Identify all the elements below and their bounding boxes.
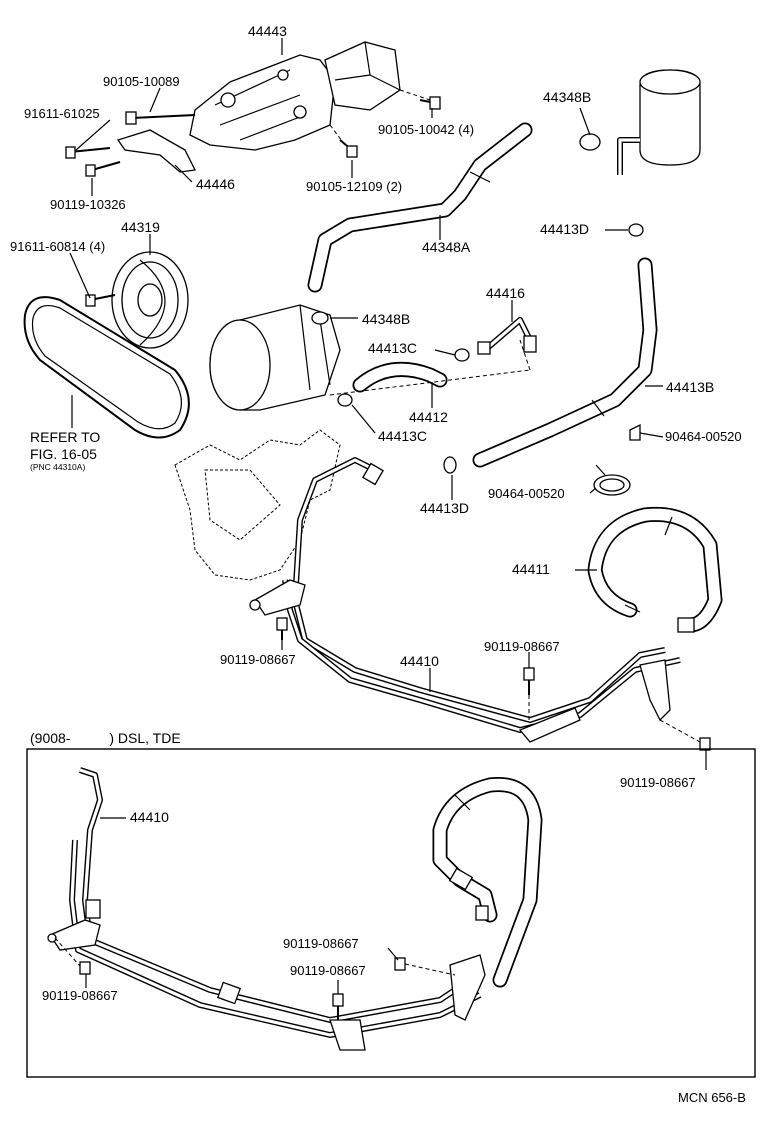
label-44446: 44446 [196,176,235,192]
bracket-44446 [116,129,196,173]
reservoir [617,69,701,175]
label-44412: 44412 [409,409,448,425]
label-44443: 44443 [248,23,287,39]
label-90119-08667-c: 90119-08667 [620,775,696,790]
leader-lines [69,38,707,770]
label-90105-10042: 90105-10042 (4) [378,122,474,137]
bolts-top [65,89,441,177]
clamps-44413C [329,339,531,407]
label-44410: 44410 [400,653,439,669]
clamp-44413D-top [628,223,644,237]
label-44348B-top: 44348B [543,89,591,105]
clamp-44348B-top [579,133,601,151]
footer-code: MCN 656-B [678,1090,746,1105]
label-44413B: 44413B [666,379,714,395]
label-90464-00520-a: 90464-00520 [665,429,742,444]
clamp-44413D-mid [443,456,457,474]
label-90105-12109: 90105-12109 (2) [306,179,402,194]
clamp-90464-b [593,464,631,496]
engine-outline [174,429,341,581]
inset-label-90119-08667-b: 90119-08667 [290,963,366,978]
hose-44348A [307,122,533,293]
label-90119-08667-b: 90119-08667 [484,639,560,654]
refer-line2: FIG. 16-05 [30,446,97,462]
label-91611-61025: 91611-61025 [24,106,100,121]
refer-line3: (PNC 44310A) [30,462,85,472]
tube-44410 [249,457,681,743]
label-44413C-b: 44413C [378,428,427,444]
inset-leaders [85,817,399,994]
label-44413D-top: 44413D [540,221,589,237]
hose-44411 [587,506,723,633]
refer-line1: REFER TO [30,429,100,445]
inset-labels: (9008- ) DSL, TDE 44410 90119-08667 9011… [30,730,366,1003]
label-44411: 44411 [512,561,550,577]
label-90119-08667-a: 90119-08667 [220,652,296,667]
label-90119-10326: 90119-10326 [50,197,126,212]
pump-body [209,304,341,411]
label-44348A: 44348A [422,239,471,255]
inset-title: (9008- ) DSL, TDE [30,730,181,746]
inset-tube-44410 [47,767,482,1051]
pulley-44319 [85,251,189,349]
inset-label-90119-08667-a: 90119-08667 [283,936,359,951]
label-90105-10089: 90105-10089 [103,74,180,89]
inset-hose [432,776,543,1021]
inset-label-90119-08667-c: 90119-08667 [42,988,118,1003]
label-91611-60814: 91611-60814 (4) [10,239,105,254]
pump-bracket-assembly [189,41,401,151]
v-belt [23,296,190,439]
inset-frame [26,748,756,1078]
label-44348B-mid: 44348B [362,311,410,327]
hose-44412 [352,361,448,393]
label-44416: 44416 [486,285,525,301]
label-44413D-mid: 44413D [420,500,469,516]
clamp-90464-a [629,423,641,441]
label-44319: 44319 [121,219,160,235]
label-90464-00520-b: 90464-00520 [488,486,565,501]
refer-note: REFER TO FIG. 16-05 (PNC 44310A) [30,429,100,472]
fitting-44416 [477,317,537,355]
hose-44413B [472,257,658,468]
inset-label-44410: 44410 [130,809,169,825]
label-44413C-a: 44413C [368,340,417,356]
bolts-08667 [276,617,711,751]
part-labels: 44443 90105-10089 91611-61025 90105-1004… [10,23,742,790]
